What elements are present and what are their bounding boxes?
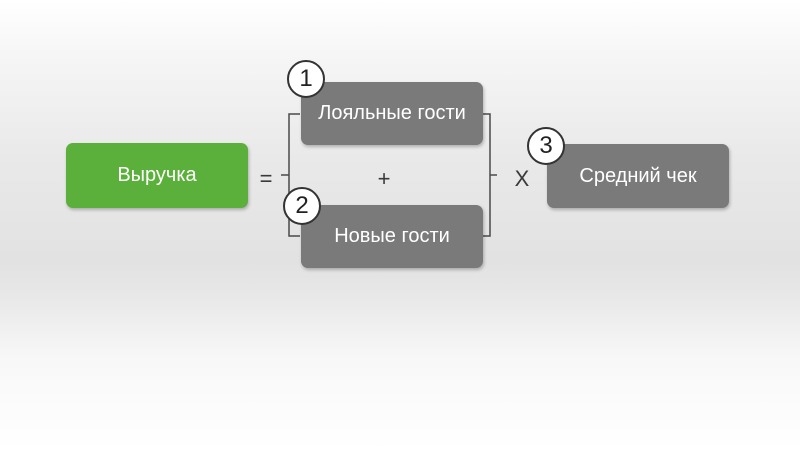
revenue-box: Выручка xyxy=(66,143,248,208)
new-guests-label: Новые гости xyxy=(334,225,450,247)
badge-3: 3 xyxy=(527,127,565,165)
loyal-guests-label: Лояльные гости xyxy=(318,102,466,124)
loyal-guests-box: Лояльные гости xyxy=(301,82,483,145)
badge-1: 1 xyxy=(287,60,325,98)
new-guests-box: Новые гости xyxy=(301,205,483,268)
plus-sign: + xyxy=(377,166,391,191)
left-bracket xyxy=(281,113,300,237)
right-bracket xyxy=(482,113,497,237)
equals-sign: = xyxy=(259,166,273,191)
multiply-sign: X xyxy=(514,166,530,191)
average-check-label: Средний чек xyxy=(579,164,697,187)
average-check-box: Средний чек xyxy=(547,144,729,208)
badge-2: 2 xyxy=(283,187,321,225)
revenue-label: Выручка xyxy=(117,164,197,186)
